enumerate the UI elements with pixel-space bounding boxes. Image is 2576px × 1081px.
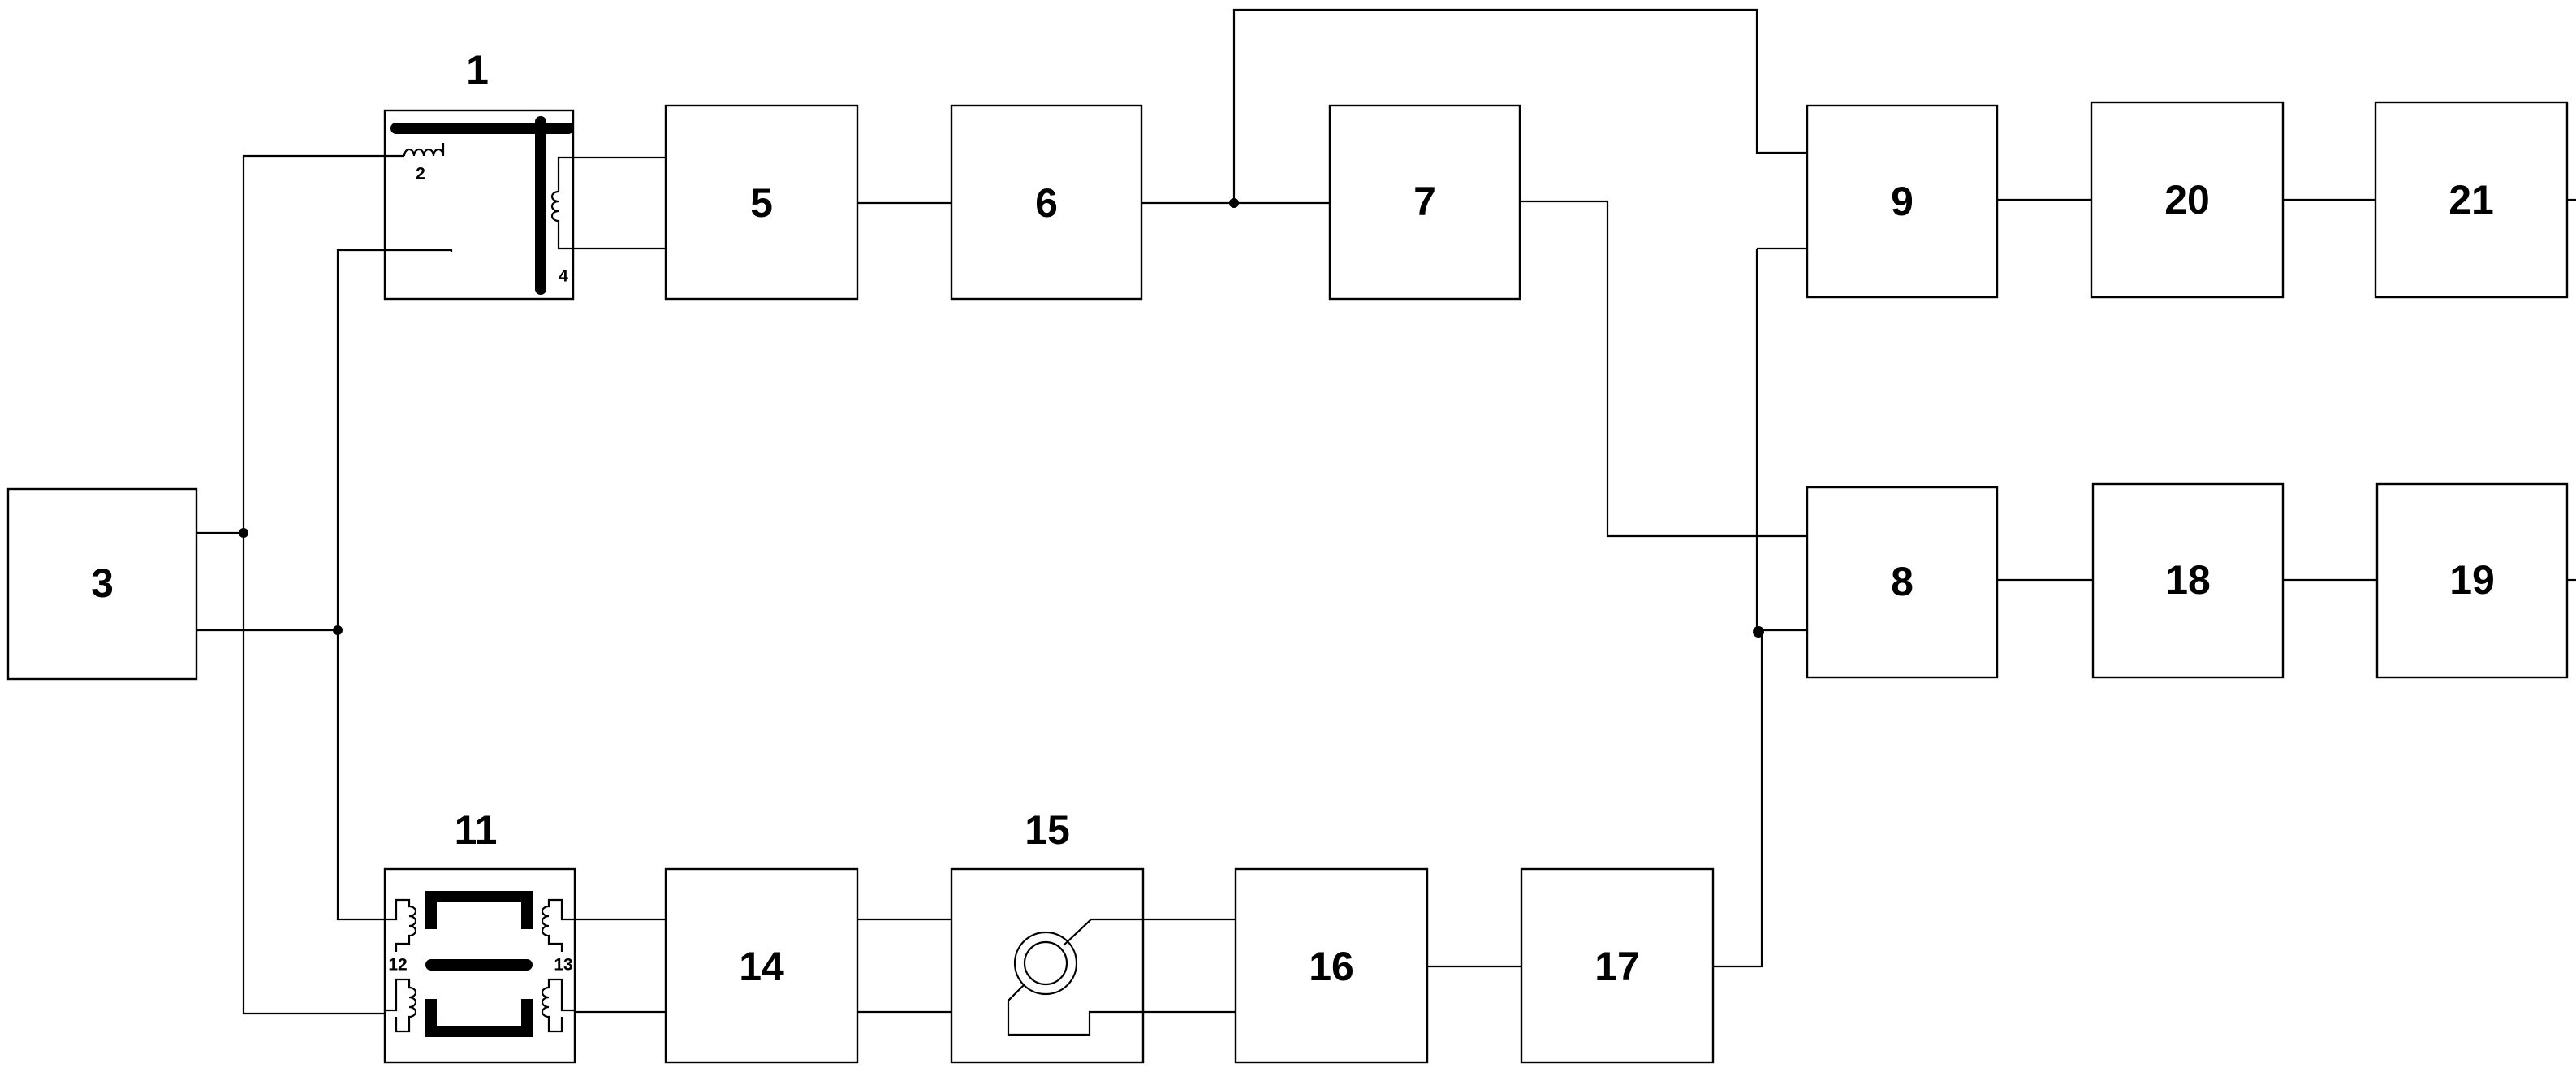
- label-20: 20: [2164, 177, 2210, 223]
- winding-label-13: 13: [554, 956, 572, 975]
- label-7: 7: [1413, 179, 1436, 224]
- transformer-1: [385, 122, 573, 289]
- label-19: 19: [2449, 557, 2495, 603]
- label-11: 11: [455, 807, 498, 853]
- winding-label-4: 4: [559, 267, 568, 286]
- label-3: 3: [91, 560, 114, 606]
- label-17: 17: [1594, 944, 1640, 989]
- winding-label-2: 2: [416, 165, 425, 184]
- junction-dots: [239, 198, 1764, 638]
- label-5: 5: [750, 180, 773, 226]
- motor-15: [1008, 919, 1143, 1035]
- label-16: 16: [1309, 944, 1354, 989]
- label-15: 15: [1025, 807, 1070, 853]
- label-14: 14: [739, 944, 784, 989]
- connection-wires: [196, 10, 2576, 1014]
- label-6: 6: [1035, 180, 1058, 226]
- label-21: 21: [2449, 177, 2494, 223]
- label-1: 1: [466, 47, 489, 93]
- winding-label-12: 12: [388, 956, 407, 975]
- block-15: [951, 869, 1143, 1062]
- label-9: 9: [1891, 179, 1914, 224]
- label-8: 8: [1891, 559, 1914, 604]
- label-18: 18: [2165, 557, 2211, 603]
- transformer-11: [385, 897, 575, 1031]
